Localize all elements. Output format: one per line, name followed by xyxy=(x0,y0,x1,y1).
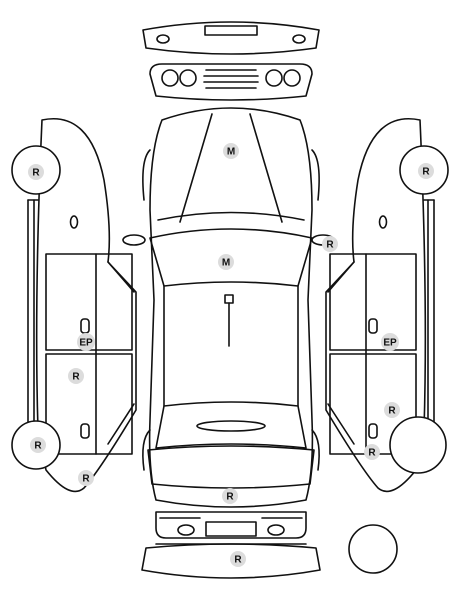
damage-marker[interactable]: R xyxy=(230,551,246,567)
marker-label: R xyxy=(234,555,242,566)
left-rear-door[interactable] xyxy=(45,353,133,455)
marker-label: M xyxy=(227,147,235,158)
damage-marker[interactable]: M xyxy=(218,254,234,270)
right-side-body xyxy=(325,118,427,493)
marker-label: R xyxy=(326,240,334,251)
marker-label: R xyxy=(226,492,234,503)
car-top-view xyxy=(122,107,335,508)
rear-window[interactable] xyxy=(155,401,307,449)
windshield[interactable] xyxy=(149,228,313,287)
damage-marker[interactable]: R xyxy=(78,470,94,486)
damage-marker[interactable]: EP xyxy=(381,333,399,351)
damage-marker[interactable]: R xyxy=(384,402,400,418)
right-front-door[interactable] xyxy=(329,253,417,351)
marker-label: R xyxy=(34,441,42,452)
damage-marker[interactable]: M xyxy=(223,143,239,159)
damage-marker[interactable]: R xyxy=(222,488,238,504)
right-side-view xyxy=(325,118,449,493)
left-door-handle[interactable] xyxy=(80,318,90,334)
trunk-lid[interactable] xyxy=(147,445,315,489)
damage-marker[interactable]: R xyxy=(28,164,44,180)
marker-label: R xyxy=(72,372,80,383)
marker-label: M xyxy=(222,258,230,269)
left-rear-handle[interactable] xyxy=(80,423,90,439)
front-bumper[interactable] xyxy=(142,21,320,55)
damage-marker[interactable]: R xyxy=(30,437,46,453)
car-body xyxy=(148,107,314,508)
damage-marker[interactable]: EP xyxy=(77,333,95,351)
marker-label: EP xyxy=(79,338,93,349)
antenna xyxy=(224,294,234,304)
damage-marker[interactable]: R xyxy=(322,236,338,252)
front-fascia[interactable] xyxy=(149,63,313,101)
rear-fascia[interactable] xyxy=(155,511,307,545)
marker-label: R xyxy=(368,448,376,459)
marker-label: R xyxy=(32,168,40,179)
left-mirror[interactable] xyxy=(122,234,146,246)
right-door-handle[interactable] xyxy=(368,318,378,334)
right-rear-wheel[interactable] xyxy=(389,416,447,474)
rear-bumper[interactable] xyxy=(141,543,321,579)
marker-label: EP xyxy=(383,338,397,349)
damage-marker[interactable]: R xyxy=(418,163,434,179)
marker-label: R xyxy=(422,167,430,178)
damage-marker[interactable]: R xyxy=(364,444,380,460)
damage-markers: M M R R R EP R R xyxy=(28,143,434,567)
left-side-body xyxy=(35,118,137,493)
marker-label: R xyxy=(82,474,90,485)
marker-label: R xyxy=(388,406,396,417)
damage-marker[interactable]: R xyxy=(68,368,84,384)
right-rear-handle[interactable] xyxy=(368,423,378,439)
spare-wheel[interactable] xyxy=(348,524,398,574)
